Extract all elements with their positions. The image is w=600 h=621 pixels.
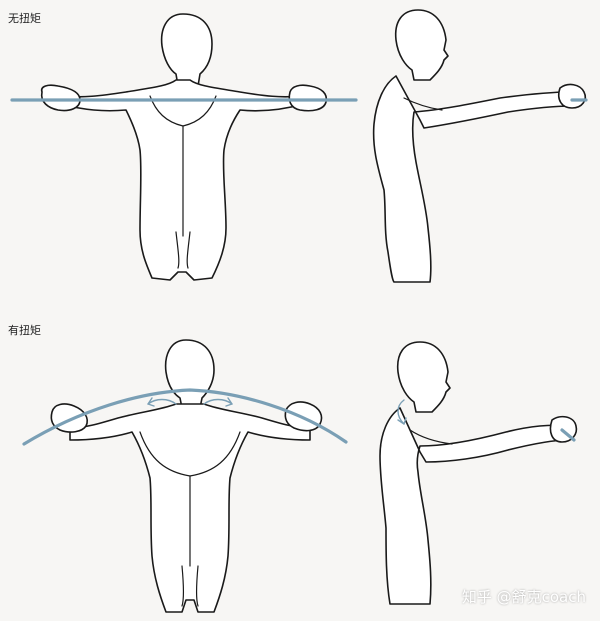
watermark: 知乎 @舒克coach: [461, 588, 586, 606]
side-hand: [557, 83, 587, 109]
side-rod-end: [560, 428, 576, 442]
no-torque-label: 无扭矩: [8, 12, 41, 25]
head: [160, 13, 213, 87]
bent-rod: [22, 388, 348, 446]
torque-label: 有扭矩: [8, 324, 41, 337]
figure-back-no-torque: [10, 13, 358, 281]
shoulder-rotation-arrow: [397, 399, 405, 425]
torso: [59, 79, 305, 281]
rotation-arrow-left: [147, 398, 177, 405]
rotation-arrow-right: [203, 398, 233, 405]
right-hand: [288, 84, 328, 112]
figure-side-no-torque: [372, 9, 588, 283]
figure-back-torque: [22, 339, 348, 613]
figure-side-torque: [379, 341, 578, 605]
side-head: [394, 9, 449, 81]
side-body: [372, 75, 573, 283]
head: [164, 339, 215, 409]
side-body: [379, 407, 569, 605]
side-head: [396, 341, 451, 413]
left-hand: [40, 84, 81, 112]
